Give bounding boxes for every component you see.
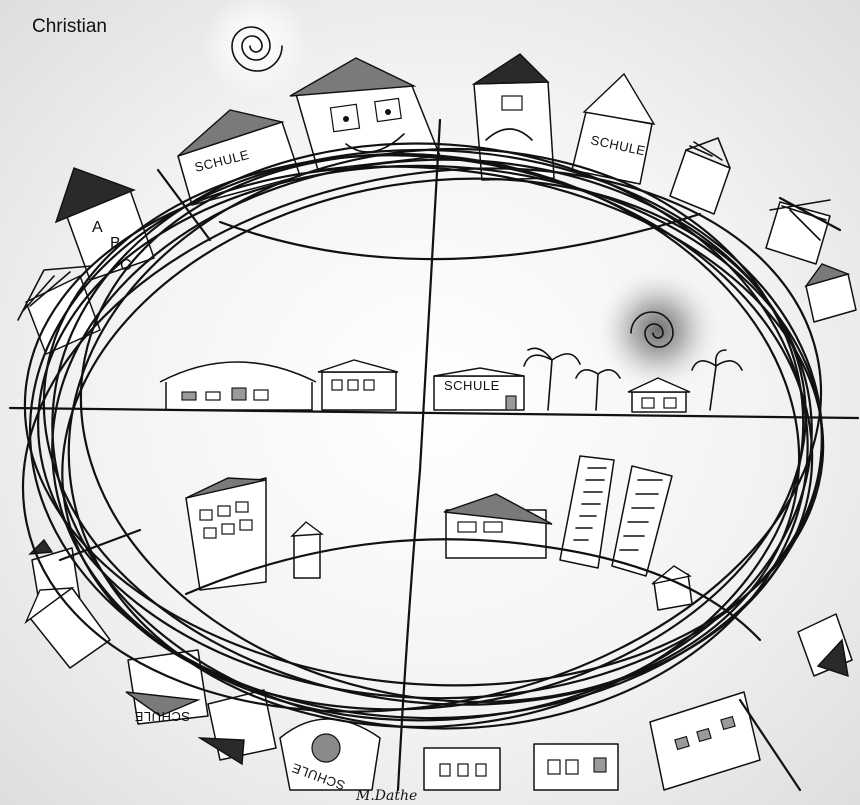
lower-arc: [184, 538, 762, 642]
equator-line: [8, 406, 860, 420]
artist-signature: M.Dathe: [355, 788, 417, 804]
abc-letter-b: B: [110, 235, 121, 252]
top-sun: [202, 0, 310, 100]
meridian-line: [396, 118, 442, 792]
inner-sun: [596, 268, 720, 392]
upper-arc: [218, 212, 702, 261]
caption-name: Christian: [32, 16, 107, 37]
inner-city: SCHULE: [159, 347, 743, 413]
right-houses: [765, 199, 857, 678]
school-label-mirrored: SCHULE: [134, 709, 190, 724]
lower-city: [185, 455, 693, 611]
abc-letter-c: C: [120, 257, 132, 274]
globe-rings: [21, 142, 842, 792]
bottom-houses: SCHULE SCHULE: [125, 649, 761, 793]
school-label-4: SCHULE: [444, 378, 500, 393]
abc-letter-a: A: [92, 219, 103, 236]
